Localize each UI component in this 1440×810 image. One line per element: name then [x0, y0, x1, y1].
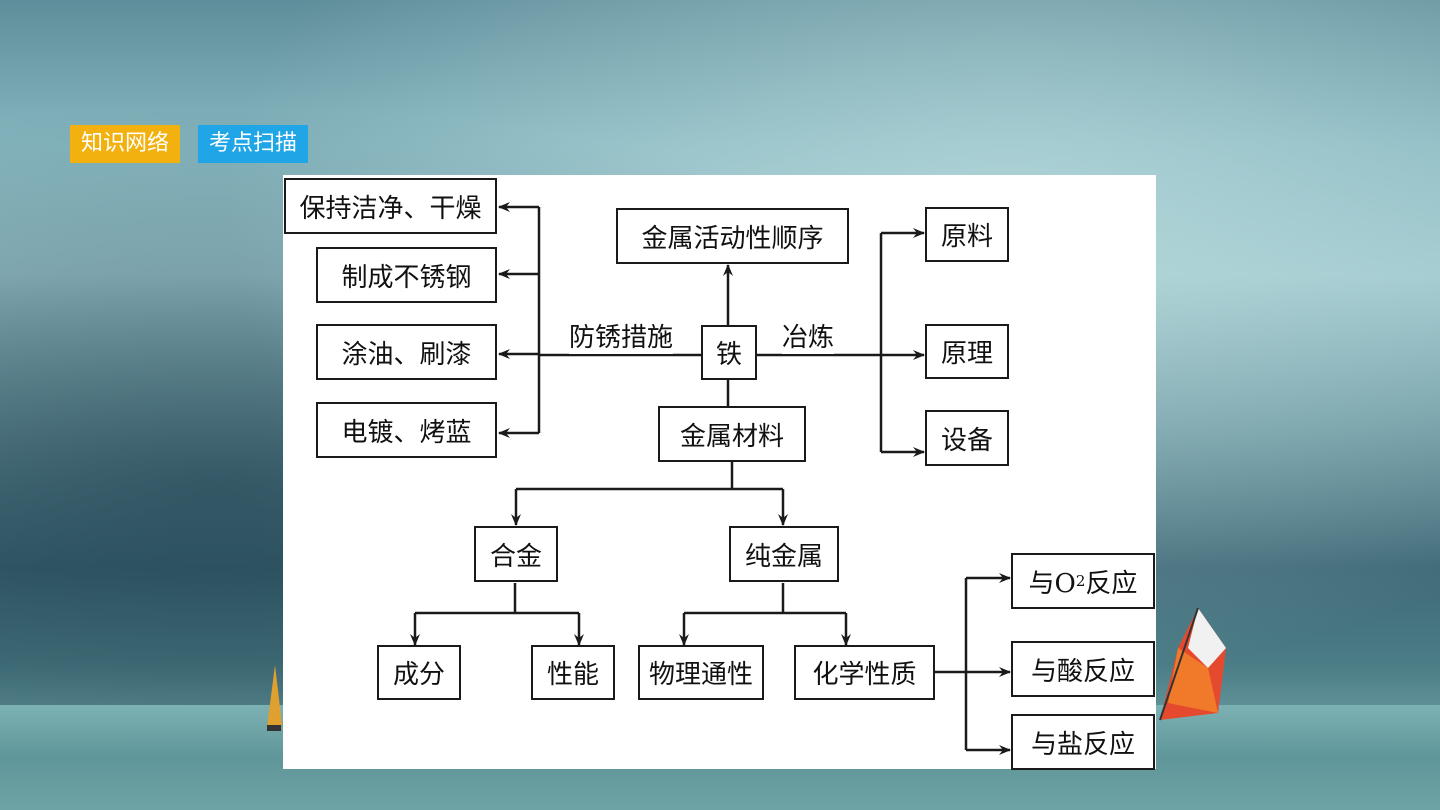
node-activity-order: 金属活动性顺序 [616, 208, 849, 264]
node-stainless-steel: 制成不锈钢 [316, 247, 497, 303]
node-pure-metal: 纯金属 [729, 526, 839, 582]
node-plating-bluing: 电镀、烤蓝 [316, 402, 497, 458]
connector-lines [410, 202, 1011, 755]
node-salt-reaction: 与盐反应 [1011, 714, 1155, 770]
exam-scan-tab[interactable]: 考点扫描 [198, 125, 309, 163]
node-raw-material: 原料 [925, 207, 1009, 262]
concept-map-panel: 保持洁净、干燥 制成不锈钢 涂油、刷漆 电镀、烤蓝 金属活动性顺序 防锈措施 冶… [283, 175, 1156, 770]
node-metal-material: 金属材料 [658, 406, 806, 462]
knowledge-network-tab[interactable]: 知识网络 [70, 125, 181, 163]
node-equipment: 设备 [925, 410, 1009, 466]
o2-suffix: 反应 [1085, 568, 1138, 599]
node-chemical-properties: 化学性质 [794, 645, 935, 700]
node-oil-paint: 涂油、刷漆 [316, 324, 497, 380]
node-iron: 铁 [701, 325, 757, 380]
node-composition: 成分 [377, 645, 461, 700]
label-smelting: 冶炼 [782, 317, 835, 354]
o2-subscript: 2 [1075, 572, 1086, 590]
small-sail-image [267, 665, 282, 731]
node-performance: 性能 [531, 645, 615, 700]
label-rust-prevention: 防锈措施 [569, 317, 674, 354]
node-principle: 原理 [925, 324, 1009, 379]
node-physical-properties: 物理通性 [638, 645, 764, 700]
node-keep-clean-dry: 保持洁净、干燥 [284, 178, 497, 234]
o2-prefix: 与O [1028, 568, 1076, 599]
node-alloy: 合金 [474, 526, 558, 582]
windsurf-sail-image [1159, 608, 1226, 721]
node-acid-reaction: 与酸反应 [1011, 641, 1155, 697]
